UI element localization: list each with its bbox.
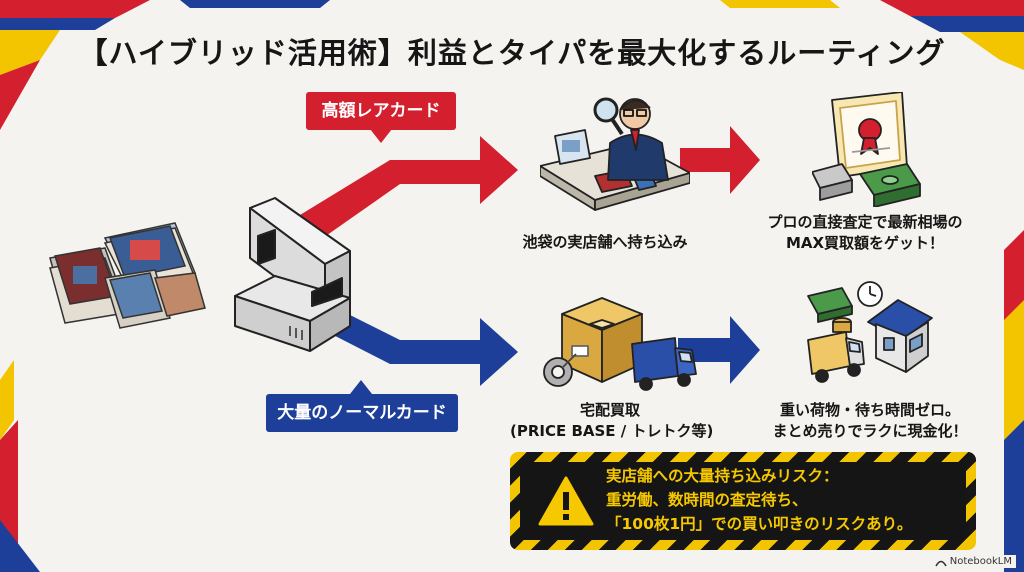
normal-card-tag-label: 大量のノーマルカード [277, 403, 447, 423]
delivery-result-line1: 重い荷物・待ち時間ゼロ。 [779, 401, 960, 419]
notebooklm-logo-icon [935, 560, 947, 566]
rare-tag-pointer [370, 129, 392, 143]
blue-route-arrow [300, 300, 518, 386]
appraiser-icon [540, 97, 690, 211]
rare-card-tag: 高額レアカード [306, 92, 456, 130]
delivery-route-caption: 宅配買取 (PRICE BASE / トレトク等) [510, 400, 714, 442]
normal-tag-pointer [350, 380, 372, 394]
delivery-result-caption: 重い荷物・待ち時間ゼロ。 まとめ売りでラクに現金化！ [755, 400, 985, 442]
sorter-machine-icon [234, 197, 351, 352]
warning-text: 実店舗への大量持ち込みリスク： 重労働、数時間の査定待ち、 「100枚1円」での… [606, 464, 912, 536]
rare-card-tag-label: 高額レアカード [321, 101, 441, 121]
warning-line3: 「100枚1円」での買い叩きのリスクあり。 [606, 515, 913, 533]
card-stack-icon [49, 222, 206, 329]
box-truck-icon [543, 297, 697, 391]
certificate-cash-icon [812, 92, 921, 207]
delivery-route-line1: 宅配買取 [579, 401, 640, 419]
normal-card-tag: 大量のノーマルカード [266, 394, 458, 432]
store-result-caption: プロの直接査定で最新相場の MAX買取額をゲット！ [745, 212, 985, 254]
page-title: 【ハイブリッド活用術】利益とタイパを最大化するルーティング [78, 36, 946, 70]
delivery-route-line2: (PRICE BASE / トレトク等) [510, 422, 714, 440]
store-route-label: 池袋の実店舗へ持ち込み [522, 233, 688, 251]
warning-line2: 重労働、数時間の査定待ち、 [606, 491, 808, 509]
red-route-arrow [300, 136, 518, 240]
warning-box: 実店舗への大量持ち込みリスク： 重労働、数時間の査定待ち、 「100枚1円」での… [510, 452, 976, 550]
red-result-arrow [680, 126, 760, 194]
delivery-result-line2: まとめ売りでラクに現金化！ [772, 422, 968, 440]
brand-watermark: NotebookLM [930, 555, 1016, 568]
warning-icon [538, 476, 594, 526]
store-result-line1: プロの直接査定で最新相場の [767, 213, 963, 231]
blue-result-arrow [678, 316, 760, 384]
warning-box-inner: 実店舗への大量持ち込みリスク： 重労働、数時間の査定待ち、 「100枚1円」での… [520, 462, 966, 540]
store-route-caption: 池袋の実店舗へ持ち込み [520, 232, 690, 253]
store-result-line2: MAX買取額をゲット！ [785, 234, 945, 252]
warning-line1: 実店舗への大量持ち込みリスク： [606, 467, 839, 485]
brand-label: NotebookLM [949, 556, 1012, 567]
cash-clock-house-truck-icon [807, 281, 933, 383]
